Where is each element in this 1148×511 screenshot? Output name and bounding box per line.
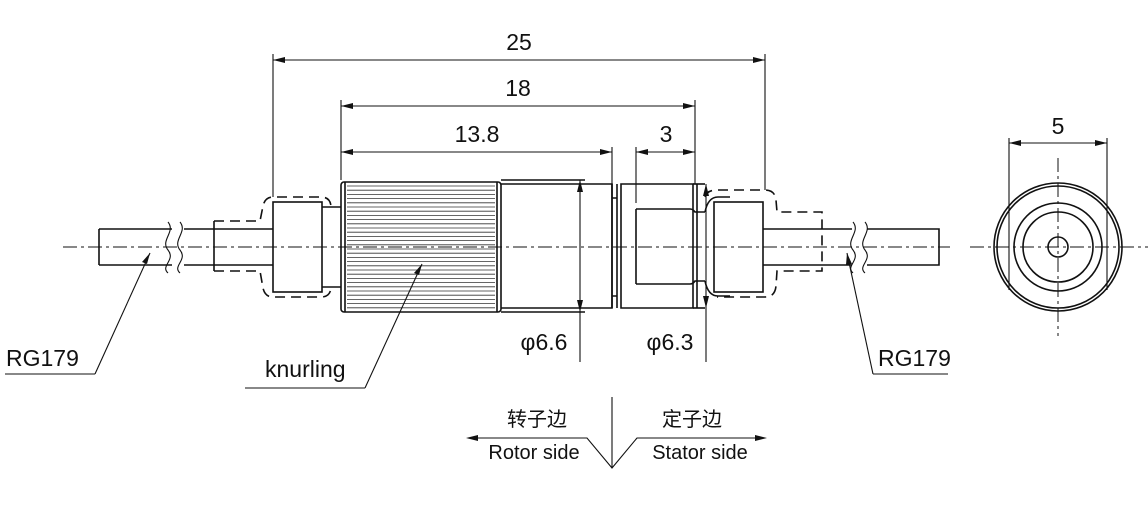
dimension-25: 25 [272, 29, 766, 197]
leader-rg179-right: RG179 [846, 252, 951, 375]
dim-stator-diameter: φ6.3 [647, 329, 694, 355]
callout-cable-left: RG179 [6, 345, 79, 371]
end-view: 5 [970, 113, 1148, 336]
dim-body-length: 18 [505, 75, 531, 101]
stator-side-label: Stator side [652, 442, 748, 464]
knurled-nut [340, 181, 502, 313]
rotor-side-cn: 转子边 [507, 407, 567, 431]
left-sleeve [213, 196, 341, 298]
leader-knurling: knurling [245, 263, 423, 389]
right-cable [822, 221, 940, 274]
dim-end-view-width: 5 [1052, 113, 1065, 139]
left-cable [98, 221, 273, 274]
dim-knurl-length: 13.8 [455, 121, 500, 147]
rotor-side-label: Rotor side [488, 442, 579, 464]
dimension-13-8: 13.8 [341, 121, 613, 184]
dimension-18: 18 [340, 75, 696, 184]
leader-rg179-left: RG179 [5, 252, 151, 375]
knurl-pattern [347, 185, 495, 309]
dimension-3: 3 [635, 121, 695, 203]
callout-knurling: knurling [265, 356, 346, 382]
side-indicator: 转子边 Rotor side 定子边 Stator side [466, 397, 767, 469]
rotor-body [501, 179, 618, 313]
stator-side-cn: 定子边 [662, 407, 722, 431]
right-sleeve [704, 189, 823, 298]
dimension-phi-6-3: φ6.3 [647, 184, 709, 362]
dimension-phi-6-6: φ6.6 [521, 180, 583, 362]
dim-overall-length: 25 [506, 29, 532, 55]
dim-rotor-diameter: φ6.6 [521, 329, 568, 355]
dim-stator-length: 3 [660, 121, 673, 147]
callout-cable-right: RG179 [878, 345, 951, 371]
